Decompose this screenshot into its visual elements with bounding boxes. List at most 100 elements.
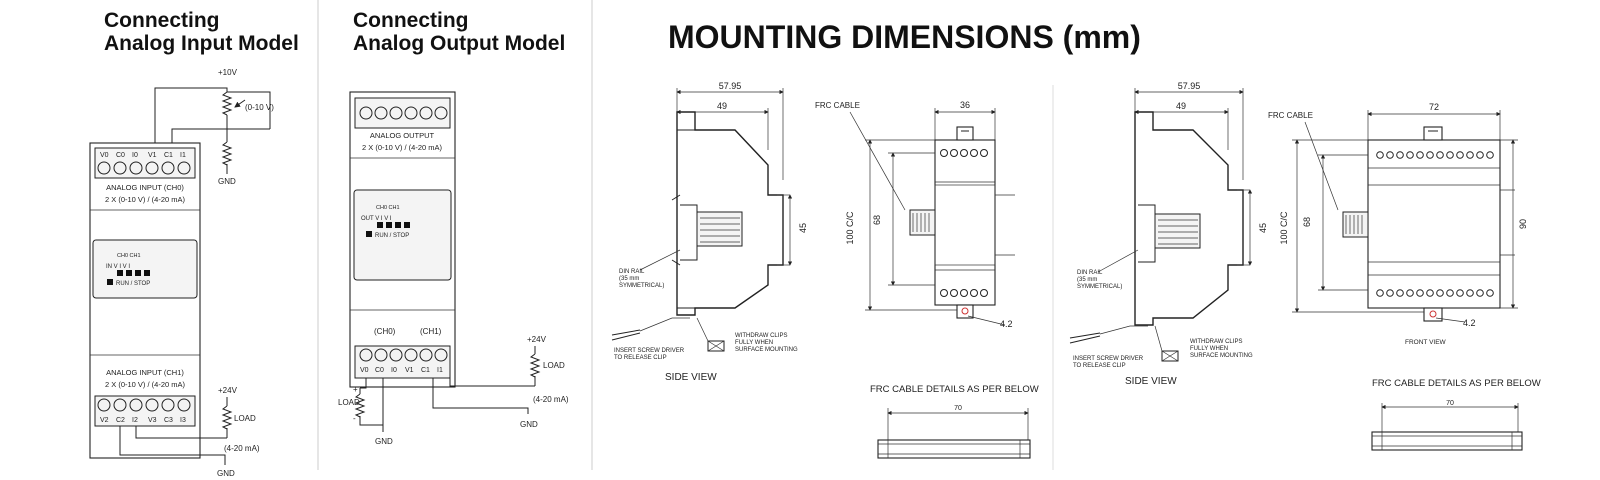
input-bot-term-v3: V3 <box>148 417 157 424</box>
input-top-term-c1: C1 <box>164 152 173 159</box>
input-led-row: IN V I V I <box>106 264 130 270</box>
right-frc-cable-drawing <box>1371 431 1523 451</box>
input-top-term-i1: I1 <box>180 152 186 159</box>
output-ch1-label: (CH1) <box>420 327 442 336</box>
input-bot-label2: 2 X (0-10 V) / (4-20 mA) <box>105 380 186 389</box>
input-bot-term-c2: C2 <box>116 417 125 424</box>
right-front-view: FRC CABLE 72 100 C/C 68 <box>1268 102 1541 451</box>
output-load-right-label: LOAD <box>543 361 565 370</box>
left-dim-5795: 57.95 <box>719 81 742 91</box>
right-withdraw-1: WITHDRAW CLIPS <box>1190 339 1242 345</box>
right-withdraw-2: FULLY WHEN <box>1190 346 1228 352</box>
output-term-v0: V0 <box>360 367 369 374</box>
right-dim-70: 70 <box>1446 400 1454 407</box>
output-top-label2: 2 X (0-10 V) / (4-20 mA) <box>362 143 443 152</box>
input-top-label1: ANALOG INPUT (CH0) <box>106 183 184 192</box>
output-top-terminals <box>359 106 448 120</box>
input-10v-label: +10V <box>218 68 238 77</box>
left-dim-45: 45 <box>798 223 808 233</box>
left-dim-68: 68 <box>872 215 882 225</box>
left-frc-cable-drawing <box>877 439 1031 459</box>
input-top-label2: 2 X (0-10 V) / (4-20 mA) <box>105 195 186 204</box>
left-dim-42: 4.2 <box>1000 319 1013 329</box>
input-load-resistor-icon <box>221 397 233 438</box>
input-24v-label: +24V <box>218 386 238 395</box>
left-screw-2: TO RELEASE CLIP <box>614 355 667 361</box>
right-dim-100cc: 100 C/C <box>1279 211 1289 245</box>
right-dim-72: 72 <box>1429 102 1439 112</box>
right-front-view-label: FRONT VIEW <box>1405 339 1447 346</box>
right-frc-details: FRC CABLE DETAILS AS PER BELOW <box>1372 378 1541 389</box>
output-led-window <box>353 189 452 281</box>
output-ma-label: (4-20 mA) <box>533 395 569 404</box>
right-din-rail-3: SYMMETRICAL) <box>1077 284 1122 290</box>
svg-text:-: - <box>353 414 356 423</box>
input-title-line2: Analog Input Model <box>104 32 299 55</box>
output-term-i0: I0 <box>391 367 397 374</box>
right-withdraw-3: SURFACE MOUNTING <box>1190 353 1253 359</box>
left-frc-cable: FRC CABLE <box>815 101 860 110</box>
input-bot-term-i2: I2 <box>132 417 138 424</box>
analog-input-panel: Connecting Analog Input Model +10V (0-10… <box>89 9 299 478</box>
left-din-rail-1: DIN RAIL <box>619 269 645 275</box>
left-side-view: 57.95 49 45 DIN RAIL (35 mm SYMMETRICAL)… <box>611 81 808 383</box>
left-dim-100cc: 100 C/C <box>845 211 855 245</box>
left-front-body <box>934 139 996 306</box>
output-term-c0: C0 <box>375 367 384 374</box>
right-screw-1: INSERT SCREW DRIVER <box>1073 356 1144 362</box>
input-ma-label: (4-20 mA) <box>224 444 260 453</box>
input-top-terminals <box>97 161 191 175</box>
output-title-line1: Connecting <box>353 9 469 32</box>
right-din-rail-2: (35 mm <box>1077 277 1097 283</box>
left-dim-36: 36 <box>960 100 970 110</box>
input-load-label: LOAD <box>234 414 256 423</box>
left-withdraw-1: WITHDRAW CLIPS <box>735 333 787 339</box>
potentiometer-icon <box>221 91 233 116</box>
left-din-rail-3: SYMMETRICAL) <box>619 283 664 289</box>
left-dim-49: 49 <box>717 101 727 111</box>
input-bottom-terminals <box>97 398 191 412</box>
input-bot-term-c3: C3 <box>164 417 173 424</box>
output-bottom-terminals <box>359 348 448 362</box>
right-dim-5795: 57.95 <box>1178 81 1201 91</box>
output-gnd-left-label: GND <box>375 437 393 446</box>
output-24v-label: +24V <box>527 335 547 344</box>
input-led-window <box>92 239 198 299</box>
right-bottom-terminal-row <box>1376 289 1494 297</box>
right-frc-cable: FRC CABLE <box>1268 111 1313 120</box>
right-screw-2: TO RELEASE CLIP <box>1073 363 1126 369</box>
input-range-label: (0-10 V) <box>245 103 274 112</box>
right-side-view-label: SIDE VIEW <box>1125 376 1177 387</box>
right-dim-90: 90 <box>1518 219 1528 229</box>
right-dim-42: 4.2 <box>1463 318 1476 328</box>
output-run-stop: RUN / STOP <box>375 233 409 239</box>
input-gnd-label: GND <box>218 177 236 186</box>
right-din-rail-1: DIN RAIL <box>1077 270 1103 276</box>
output-term-v1: V1 <box>405 367 414 374</box>
input-top-term-i0: I0 <box>132 152 138 159</box>
output-left-load-icon <box>354 378 384 426</box>
left-side-view-label: SIDE VIEW <box>665 372 717 383</box>
mounting-title: MOUNTING DIMENSIONS (mm) <box>668 19 1141 55</box>
right-dim-49: 49 <box>1176 101 1186 111</box>
left-withdraw-3: SURFACE MOUNTING <box>735 347 798 353</box>
right-top-terminal-row <box>1376 151 1494 159</box>
input-resistor-icon <box>221 115 233 174</box>
input-led-head: CH0 CH1 <box>117 253 141 259</box>
left-screw-1: INSERT SCREW DRIVER <box>614 348 685 354</box>
output-gnd-right-label: GND <box>520 420 538 429</box>
left-clip-icon <box>707 340 725 352</box>
right-dim-68: 68 <box>1302 217 1312 227</box>
analog-output-panel: Connecting Analog Output Model ANALOG OU… <box>338 9 569 446</box>
output-led-head: CH0 CH1 <box>376 205 400 211</box>
left-front-view: FRC CABLE 36 100 C/C 68 4.2 FRC CABLE DE… <box>815 100 1039 459</box>
input-title-line1: Connecting <box>104 9 220 32</box>
input-top-term-c0: C0 <box>116 152 125 159</box>
left-frc-details: FRC CABLE DETAILS AS PER BELOW <box>870 384 1039 395</box>
output-term-i1: I1 <box>437 367 443 374</box>
input-top-term-v0: V0 <box>100 152 109 159</box>
right-dim-45: 45 <box>1258 223 1268 233</box>
output-title-line2: Analog Output Model <box>353 32 565 55</box>
